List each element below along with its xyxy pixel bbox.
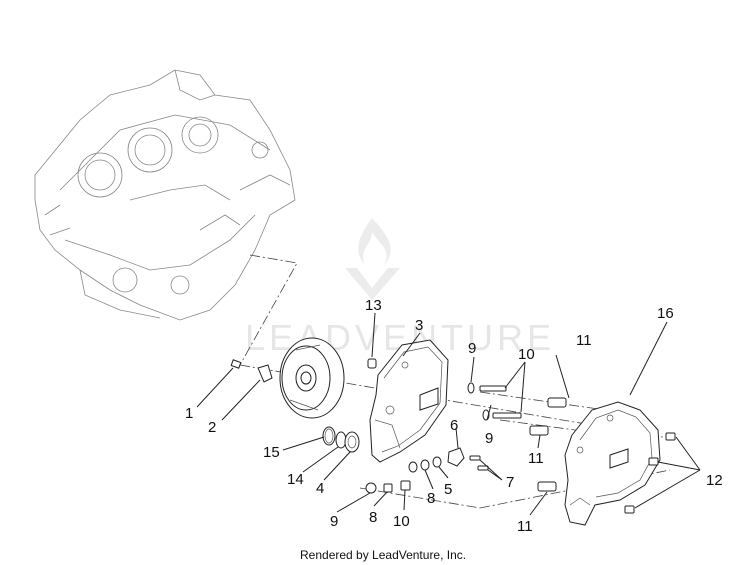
callout-8-upper: 8 [427,490,435,507]
part-washer-8b [408,461,418,473]
callout-11-top: 11 [576,332,592,349]
callout-2: 2 [208,419,216,436]
callout-5: 5 [444,481,452,498]
engine-crankcase [34,69,296,321]
watermark: LEADVENTURE [245,218,551,358]
part-screws-7 [469,455,489,471]
callout-11-middle: 11 [528,450,544,467]
part-washer-8c [420,459,430,471]
part-oring-15 [322,426,336,446]
callout-labels: 1 2 3 4 5 6 7 8 8 9 9 9 10 10 11 11 11 1… [185,297,723,535]
part-seal-4 [344,431,360,453]
part-bolt-10c [400,480,411,491]
part-bolt-12b [648,457,659,466]
part-spacer-11a [547,397,567,408]
callout-9-middle: 9 [485,430,493,447]
callout-6: 6 [450,417,458,434]
part-bolt-12c [624,505,635,514]
credit-text: Rendered by LeadVenture, Inc. [300,548,466,562]
callout-10-top: 10 [518,346,535,363]
part-washer-9a [467,382,475,394]
part-ring-14 [335,431,347,449]
part-fitting-6 [447,447,465,467]
callout-4: 4 [316,480,324,497]
part-spacer-11b [529,425,549,436]
callout-9-bottom: 9 [330,513,338,530]
callout-3: 3 [415,317,423,334]
part-rotor [279,337,345,419]
callout-12: 12 [706,472,723,489]
part-bolt-1 [230,359,242,369]
callout-10-bottom: 10 [393,513,410,530]
part-bolt-12a [665,432,676,441]
callout-9-top: 9 [468,340,476,357]
callout-15: 15 [263,444,280,461]
part-bolt-10b [492,412,522,419]
part-bolt-8a [383,483,393,493]
callout-8-lower: 8 [369,509,377,526]
part-stator-cover-3 [369,339,449,463]
part-bracket-2 [257,364,273,383]
part-washer-9c [365,482,377,494]
callout-1: 1 [185,405,193,422]
callout-14: 14 [287,471,304,488]
leader-lines [196,312,701,516]
part-bolt-10a [479,385,507,392]
part-washer-5 [432,456,442,468]
callout-11-bottom: 11 [517,518,533,535]
part-outer-cover-16 [564,401,661,526]
callout-13: 13 [365,297,382,314]
callout-7: 7 [506,474,514,491]
callout-16: 16 [657,305,674,322]
part-dowel-13 [367,358,377,369]
part-spacer-11c [537,481,557,492]
